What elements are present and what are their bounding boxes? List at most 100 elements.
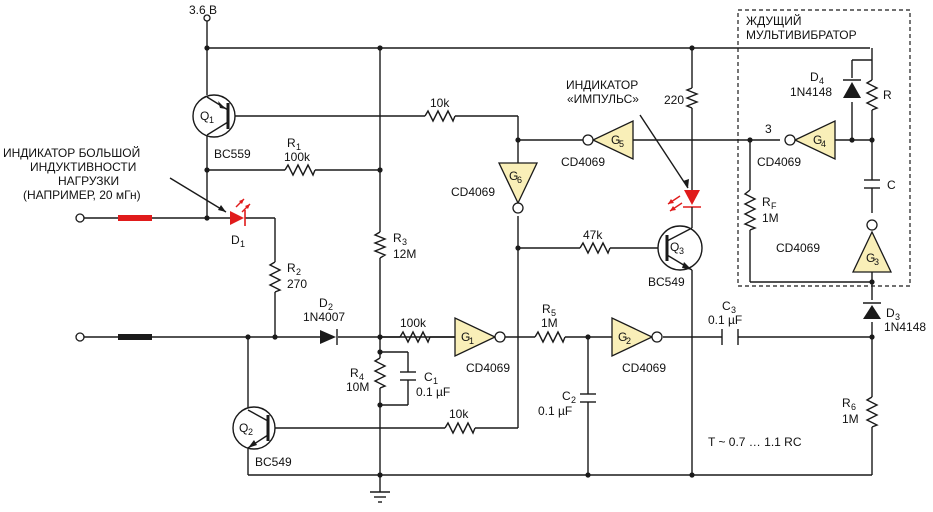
r4-value: 10M (346, 380, 369, 394)
d1-sub: 1 (240, 239, 245, 249)
capacitor-c1 (400, 371, 416, 381)
d4-ref: D (810, 70, 819, 84)
svg-text:G: G (461, 330, 470, 344)
r2-ref: R (287, 261, 296, 275)
c1-ref: C (424, 370, 433, 384)
r4-ref: R (350, 366, 359, 380)
monostable-title-line1: ЖДУЩИЙ (746, 13, 801, 28)
resistor-r-10k-q2 (444, 421, 476, 435)
load-indicator-line1: ИНДИКАТОР БОЛЬШОЙ (3, 145, 140, 160)
r-10k-q2-value: 10k (449, 407, 469, 421)
c3-sub: 3 (731, 305, 736, 315)
supply-label: 3.6 В (189, 3, 217, 17)
q2-sub: 2 (248, 427, 253, 437)
d3-sub: 3 (895, 312, 900, 322)
resistor-r-100k-g1 (399, 330, 431, 344)
svg-text:1: 1 (469, 336, 474, 346)
resistor-r-10k-q1 (424, 109, 456, 123)
resistor-r-220 (685, 87, 699, 109)
output-terminal-positive (75, 213, 85, 223)
q2-part: BC549 (255, 455, 292, 469)
load-indicator-line2: ИНДУКТИВНОСТИ (30, 160, 136, 174)
c2-value: 0.1 µF (538, 404, 572, 418)
q3-ref: Q (670, 240, 679, 254)
r3-sub: 3 (402, 237, 407, 247)
gate-g3: G 3 (851, 219, 893, 273)
rf-ref: R (762, 195, 771, 209)
g2-part: CD4069 (622, 361, 666, 375)
svg-text:G: G (866, 251, 875, 265)
transistor-q3 (657, 225, 703, 271)
pulse-indicator-line2: «ИМПУЛЬС» (567, 92, 639, 106)
r3-value: 12M (393, 247, 416, 261)
r5-sub: 5 (551, 308, 556, 318)
led-d1 (230, 198, 251, 226)
r1-sub: 1 (296, 142, 301, 152)
svg-text:4: 4 (821, 139, 826, 149)
transistor-q2 (232, 406, 276, 450)
c1-value: 0.1 µF (416, 385, 450, 399)
load-indicator-line3: НАГРУЗКИ (58, 174, 119, 188)
g1-part: CD4069 (466, 361, 510, 375)
resistor-r-47k (579, 241, 611, 255)
load-indicator-line4: (НАПРИМЕР, 20 мГн) (23, 188, 141, 202)
node-3-label: 3 (765, 122, 772, 136)
svg-text:G: G (611, 133, 620, 147)
q1-part: BC559 (214, 147, 251, 161)
r5-ref: R (542, 302, 551, 316)
svg-text:G: G (813, 133, 822, 147)
svg-text:6: 6 (517, 175, 522, 185)
r-47k-value: 47k (583, 228, 603, 242)
resistor-r2 (268, 261, 282, 293)
capacitor-c2 (580, 393, 596, 403)
capacitor-c (864, 179, 880, 189)
d2-sub: 2 (328, 302, 333, 312)
c-ref: C (887, 178, 896, 192)
q3-sub: 3 (679, 246, 684, 256)
svg-text:3: 3 (874, 257, 879, 267)
r-10k-q1-value: 10k (430, 96, 450, 110)
ground-symbol (370, 491, 390, 503)
d2-part: 1N4007 (303, 310, 345, 324)
rf-sub: F (771, 201, 777, 211)
r2-sub: 2 (296, 267, 301, 277)
gate-g4: G 4 (784, 119, 836, 161)
junctions (204, 45, 875, 478)
r6-value: 1M (842, 412, 859, 426)
wiring (83, 20, 873, 492)
terminal-lead-positive (118, 215, 152, 221)
r2-value: 270 (287, 277, 307, 291)
resistor-r5 (534, 330, 566, 344)
r5-value: 1M (541, 316, 558, 330)
q1-ref: Q (200, 109, 209, 123)
r1-ref: R (287, 136, 296, 150)
g4-part: CD4069 (757, 155, 801, 169)
g3-part: CD4069 (776, 241, 820, 255)
r4-sub: 4 (359, 372, 364, 382)
resistor-rf (743, 189, 757, 231)
resistor-r6 (865, 396, 879, 428)
diode-d4 (843, 79, 861, 98)
c1-sub: 1 (433, 376, 438, 386)
c2-ref: C (562, 389, 571, 403)
gate-g1: G 1 (454, 316, 506, 358)
svg-text:2: 2 (626, 336, 631, 346)
r6-ref: R (842, 396, 851, 410)
q2-ref: Q (239, 421, 248, 435)
c2-sub: 2 (571, 395, 576, 405)
resistor-r3 (373, 231, 387, 259)
supply-terminal (203, 14, 211, 22)
svg-text:5: 5 (619, 139, 624, 149)
r3-ref: R (393, 231, 402, 245)
gate-g2: G 2 (611, 316, 663, 358)
q3-part: BC549 (648, 275, 685, 289)
q1-sub: 1 (209, 115, 214, 125)
g6-part: CD4069 (451, 185, 495, 199)
resistor-r4 (373, 357, 387, 389)
transistor-q1 (192, 94, 236, 138)
diode-d2 (320, 329, 338, 345)
output-terminal-negative (75, 332, 85, 342)
led-pulse (667, 190, 701, 228)
monostable-title-line2: МУЛЬТИВИБРАТОР (746, 28, 857, 42)
